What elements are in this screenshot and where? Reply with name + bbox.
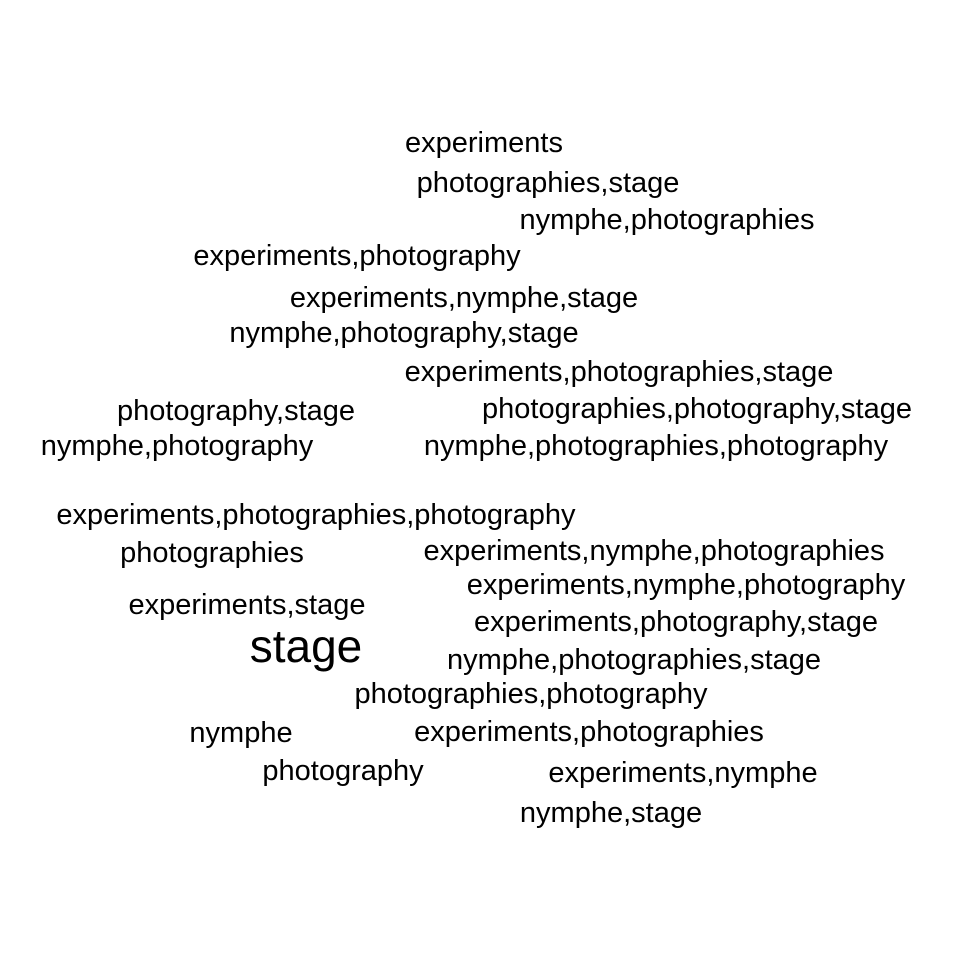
word-5: nymphe,photography,stage <box>229 317 578 349</box>
word-15: experiments,stage <box>129 589 366 621</box>
word-17: stage <box>250 620 363 672</box>
word-18: nymphe,photographies,stage <box>447 644 821 676</box>
word-9: nymphe,photography <box>41 430 314 462</box>
word-16: experiments,photography,stage <box>474 606 878 638</box>
word-10: nymphe,photographies,photography <box>424 430 889 462</box>
word-7: photography,stage <box>117 395 355 427</box>
word-12: photographies <box>120 537 304 569</box>
word-6: experiments,photographies,stage <box>405 356 834 388</box>
word-13: experiments,nymphe,photographies <box>423 535 884 567</box>
word-20: nymphe <box>189 717 292 749</box>
word-11: experiments,photographies,photography <box>56 499 576 531</box>
word-24: nymphe,stage <box>520 797 702 829</box>
word-2: nymphe,photographies <box>519 204 814 236</box>
word-cloud-words: experiments photographies,stage nymphe,pho… <box>41 127 912 829</box>
word-14: experiments,nymphe,photography <box>467 569 906 601</box>
word-21: experiments,photographies <box>414 716 764 748</box>
word-19: photographies,photography <box>354 678 708 710</box>
word-8: photographies,photography,stage <box>482 393 912 425</box>
word-1: photographies,stage <box>417 167 680 199</box>
word-4: experiments,nymphe,stage <box>290 282 638 314</box>
word-3: experiments,photography <box>193 240 521 272</box>
word-22: photography <box>262 755 424 787</box>
word-0: experiments <box>405 127 563 159</box>
word-23: experiments,nymphe <box>548 757 817 789</box>
